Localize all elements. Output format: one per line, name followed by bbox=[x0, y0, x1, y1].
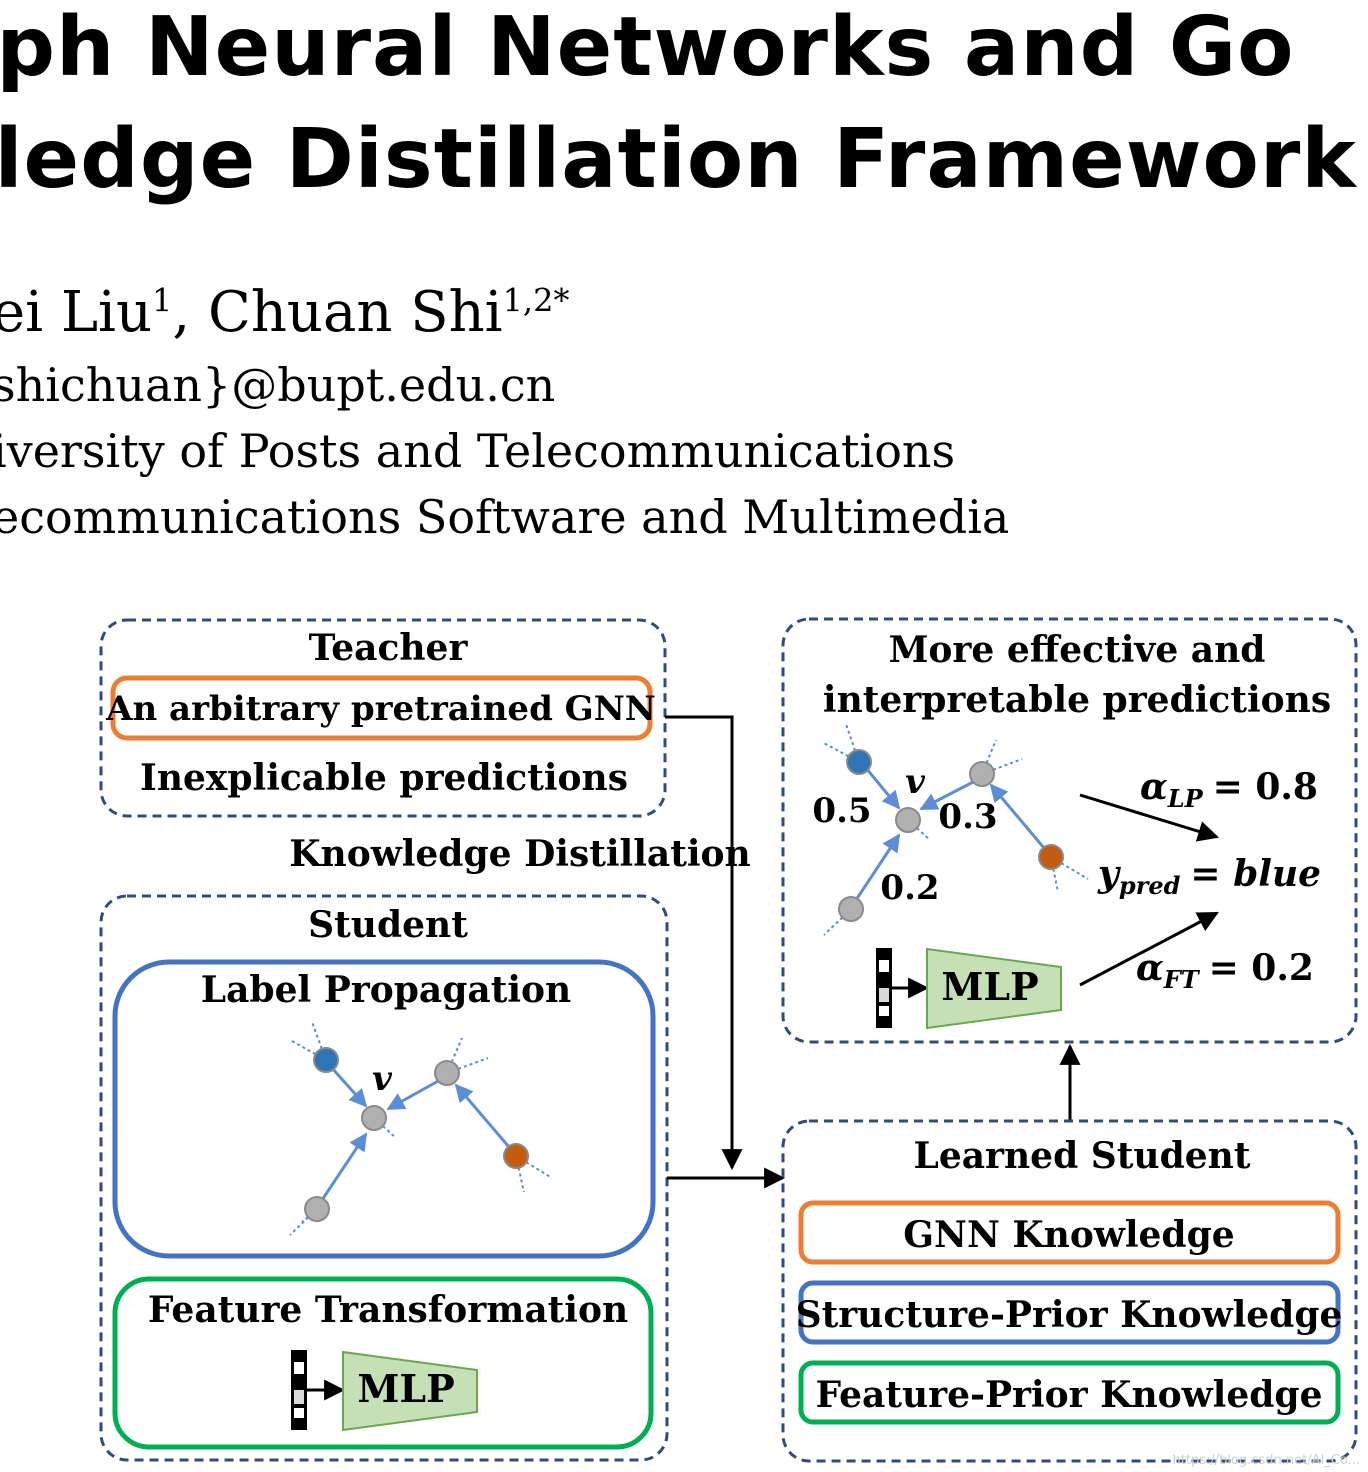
ypred-label: ypred = blue bbox=[1097, 853, 1321, 900]
affiliation-1: iversity of Posts and Telecommunications bbox=[0, 424, 956, 478]
predictions-title-1: More effective and bbox=[889, 629, 1266, 671]
learned-student-title: Learned Student bbox=[914, 1135, 1251, 1177]
lp-weight-arrow bbox=[1079, 793, 1220, 842]
pred-weight-1: 0.5 bbox=[812, 791, 871, 831]
predictions-title-2: interpretable predictions bbox=[823, 679, 1331, 721]
pred-node-blue bbox=[846, 749, 872, 775]
pred-feature-vector bbox=[876, 948, 892, 1028]
pred-mlp-shape bbox=[926, 947, 1062, 1030]
pred-mlp-label: MLP bbox=[941, 964, 1038, 1009]
lp-graph bbox=[320, 1065, 511, 1201]
ypred-value: = blue bbox=[1190, 853, 1321, 895]
paper-title-line-1: aph Neural Networks and Go bbox=[0, 0, 1295, 95]
teacher-caption: Inexplicable predictions bbox=[140, 757, 628, 799]
pred-node-gray-right bbox=[969, 761, 995, 787]
pred-weight-3: 0.2 bbox=[880, 868, 939, 908]
alpha-lp-subscript: LP bbox=[1167, 784, 1204, 813]
gnn-knowledge-box bbox=[798, 1200, 1341, 1265]
alpha-lp-label: αLP = 0.8 bbox=[1140, 766, 1318, 813]
feature-transformation-box bbox=[112, 1276, 654, 1450]
alpha-lp-value: = 0.8 bbox=[1213, 766, 1318, 808]
pred-node-label: v bbox=[905, 762, 926, 802]
ypred-symbol: y bbox=[1097, 853, 1121, 895]
teacher-gnn-box bbox=[110, 675, 653, 741]
ft-mlp-shape bbox=[342, 1350, 478, 1432]
author-2-affil: 1,2* bbox=[502, 281, 570, 320]
ypred-subscript: pred bbox=[1119, 871, 1181, 900]
lp-node-gray-bottom bbox=[304, 1196, 330, 1222]
feature-prior-label: Feature-Prior Knowledge bbox=[816, 1374, 1323, 1416]
pred-node-orange bbox=[1038, 844, 1064, 870]
teacher-title: Teacher bbox=[309, 627, 469, 669]
structure-prior-label: Structure-Prior Knowledge bbox=[796, 1294, 1343, 1336]
lp-node-label: v bbox=[372, 1059, 393, 1099]
kd-label: Knowledge Distillation bbox=[289, 833, 750, 875]
watermark: https://blog.csdn.net/AI_Co... bbox=[1172, 1453, 1360, 1468]
pred-node-gray-bottom bbox=[838, 896, 864, 922]
ft-weight-arrow bbox=[1079, 911, 1219, 987]
label-propagation-box bbox=[112, 959, 656, 1259]
authors: ei Liu1, Chuan Shi1,2* bbox=[0, 280, 569, 345]
lp-node-gray-right bbox=[434, 1060, 460, 1086]
feature-prior-box bbox=[798, 1360, 1341, 1425]
feature-transformation-title: Feature Transformation bbox=[148, 1289, 628, 1331]
structure-prior-box bbox=[798, 1280, 1341, 1345]
alpha-ft-value: = 0.2 bbox=[1209, 947, 1314, 989]
author-1: ei Liu bbox=[0, 280, 153, 345]
lp-node-target bbox=[361, 1105, 387, 1131]
alpha-ft-label: αFT = 0.2 bbox=[1136, 947, 1314, 994]
affiliation-2: ecommunications Software and Multimedia bbox=[0, 490, 1010, 544]
paper-title-line-2: vledge Distillation Framework bbox=[0, 112, 1357, 207]
predictions-box bbox=[781, 617, 1358, 1044]
pred-node-target bbox=[895, 807, 921, 833]
pred-weight-2: 0.3 bbox=[938, 797, 997, 837]
student-title: Student bbox=[308, 904, 468, 946]
learned-student-box bbox=[781, 1119, 1358, 1463]
label-propagation-title: Label Propagation bbox=[201, 969, 571, 1011]
ft-mlp-label: MLP bbox=[357, 1366, 454, 1411]
alpha-ft-subscript: FT bbox=[1163, 965, 1201, 994]
author-2: , Chuan Shi bbox=[172, 280, 503, 345]
teacher-connector bbox=[665, 715, 743, 1171]
lp-node-orange bbox=[503, 1143, 529, 1169]
alpha-ft-symbol: α bbox=[1136, 947, 1164, 989]
teacher-box bbox=[99, 618, 667, 818]
ft-feature-vector bbox=[291, 1350, 307, 1430]
author-1-affil: 1 bbox=[152, 281, 173, 320]
alpha-lp-symbol: α bbox=[1140, 766, 1168, 808]
email: shichuan}@bupt.edu.cn bbox=[0, 358, 556, 412]
lp-node-blue bbox=[313, 1047, 339, 1073]
pred-graph bbox=[854, 767, 1046, 901]
gnn-knowledge-label: GNN Knowledge bbox=[903, 1214, 1234, 1256]
teacher-gnn-text: An arbitrary pretrained GNN bbox=[105, 689, 656, 729]
